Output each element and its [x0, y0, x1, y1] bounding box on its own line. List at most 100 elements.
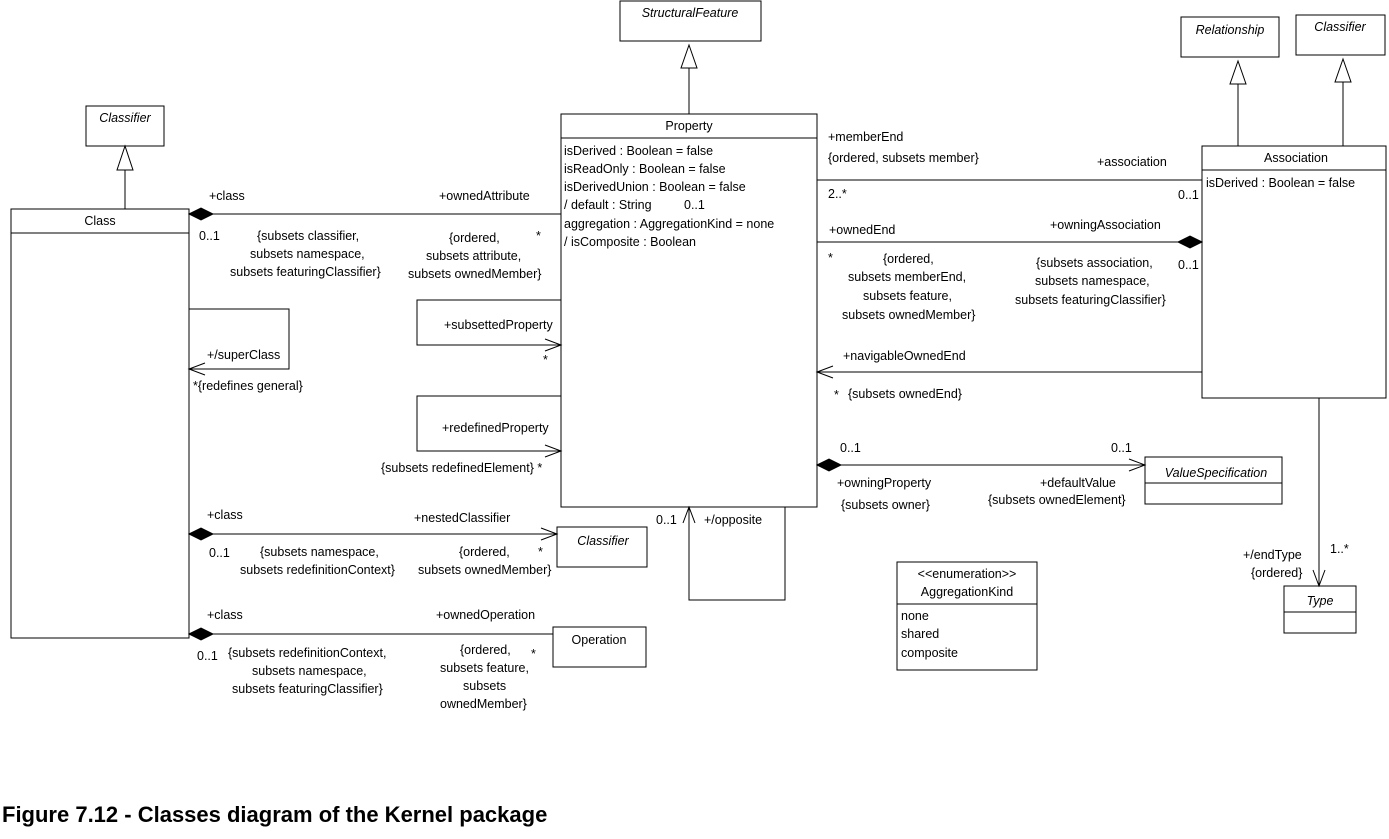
label-association-role: +association [1097, 155, 1167, 169]
label-ordered-type: {ordered} [1251, 566, 1302, 580]
property-default-multiplicity: 0..1 [684, 198, 705, 212]
label-subsets-classifier-3: subsets featuringClassifier} [230, 265, 381, 279]
label-owned-attribute: +ownedAttribute [439, 189, 530, 203]
property-attr-2: isDerivedUnion : Boolean = false [564, 180, 746, 194]
operation-class[interactable]: Operation [552, 626, 647, 668]
label-star-b: * [543, 353, 548, 367]
label-ordered-nested-2: subsets ownedMember} [418, 563, 551, 577]
label-mult-0-1-b: 0..1 [209, 546, 230, 560]
structural-feature-name: StructuralFeature [642, 6, 739, 20]
label-star-c: * [538, 545, 543, 559]
label-class-role-2: +class [207, 508, 243, 522]
label-ordered-end-1: {ordered, [883, 252, 934, 266]
label-subsets-ns-2: subsets redefinitionContext} [240, 563, 395, 577]
label-mult-0-1-c: 0..1 [197, 649, 218, 663]
association-navigable-owned-end [815, 365, 1202, 379]
label-ordered-op-4: ownedMember} [440, 697, 527, 711]
class-class[interactable]: Class [10, 208, 190, 639]
label-subsets-owned-end: {subsets ownedEnd} [848, 387, 962, 401]
association-class[interactable]: Association isDerived : Boolean = false [1201, 145, 1387, 399]
label-mult-2: 2..* [828, 187, 847, 201]
label-star-e: * [828, 251, 833, 265]
aggregation-literal-0: none [901, 609, 929, 623]
label-ordered-attr-3: subsets ownedMember} [408, 267, 541, 281]
label-redefines-general: *{redefines general} [193, 379, 303, 393]
association-redefined-property [416, 395, 563, 458]
classifier-top-right-class[interactable]: Classifier [1295, 14, 1386, 56]
label-redefined-property: +redefinedProperty [442, 421, 549, 435]
label-subsets-ns-1: {subsets namespace, [260, 545, 379, 559]
label-class-role-1: +class [209, 189, 245, 203]
property-attr-3: / default : String [564, 198, 652, 212]
label-ordered-member: {ordered, subsets member} [828, 151, 979, 165]
association-nested-classifier [187, 527, 559, 541]
generalization-association-relationship [1229, 59, 1247, 146]
label-star-a: * [536, 229, 541, 243]
label-opposite: +/opposite [704, 513, 762, 527]
label-opposite-mult: 0..1 [656, 513, 677, 527]
property-attr-1: isReadOnly : Boolean = false [564, 162, 726, 176]
label-subsets-assoc-2: subsets namespace, [1035, 274, 1150, 288]
label-ordered-op-2: subsets feature, [440, 661, 529, 675]
label-owned-operation: +ownedOperation [436, 608, 535, 622]
aggregation-kind-name: AggregationKind [921, 585, 1013, 599]
generalization-class-classifier [116, 144, 134, 209]
association-end-type [1312, 398, 1326, 588]
label-subsets-rc-2: subsets namespace, [252, 664, 367, 678]
value-specification-name: ValueSpecification [1165, 466, 1267, 480]
classifier-nested-name: Classifier [577, 534, 629, 548]
label-subsets-owned-element: {subsets ownedElement} [988, 493, 1126, 507]
property-name: Property [665, 119, 713, 133]
relationship-name: Relationship [1196, 23, 1265, 37]
label-ordered-end-4: subsets ownedMember} [842, 308, 975, 322]
label-default-value: +defaultValue [1040, 476, 1116, 490]
type-name: Type [1307, 594, 1334, 608]
association-owned-end [817, 235, 1204, 249]
association-owned-attribute [187, 207, 561, 221]
label-star-d: * [531, 647, 536, 661]
label-subsets-classifier-1: {subsets classifier, [257, 229, 359, 243]
relationship-class[interactable]: Relationship [1180, 16, 1280, 58]
class-name: Class [84, 214, 115, 228]
figure-caption: Figure 7.12 - Classes diagram of the Ker… [2, 802, 547, 827]
classifier-left-class[interactable]: Classifier [85, 105, 165, 147]
label-ordered-attr-2: subsets attribute, [426, 249, 521, 263]
label-mult-0-1-g: 0..1 [1111, 441, 1132, 455]
label-subsets-rc-1: {subsets redefinitionContext, [228, 646, 386, 660]
association-super-class [187, 308, 290, 376]
classifier-top-right-name: Classifier [1314, 20, 1366, 34]
label-mult-0-1-e: 0..1 [1178, 258, 1199, 272]
structural-feature-class[interactable]: StructuralFeature [619, 0, 762, 42]
label-owned-end: +ownedEnd [829, 223, 895, 237]
aggregation-kind-enumeration[interactable]: <<enumeration>> AggregationKind none sha… [896, 561, 1038, 671]
label-member-end: +memberEnd [828, 130, 903, 144]
aggregation-literal-2: composite [901, 646, 958, 660]
aggregation-kind-stereotype: <<enumeration>> [918, 567, 1017, 581]
label-ordered-op-1: {ordered, [460, 643, 511, 657]
property-attr-5: / isComposite : Boolean [564, 235, 696, 249]
label-mult-0-1-a: 0..1 [199, 229, 220, 243]
label-mult-0-1-f: 0..1 [840, 441, 861, 455]
label-subsets-assoc-3: subsets featuringClassifier} [1015, 293, 1166, 307]
classifier-left-name: Classifier [99, 111, 151, 125]
label-ordered-end-2: subsets memberEnd, [848, 270, 966, 284]
association-default-value [815, 458, 1147, 472]
label-owning-property: +owningProperty [837, 476, 932, 490]
operation-name: Operation [572, 633, 627, 647]
label-nested-classifier: +nestedClassifier [414, 511, 510, 525]
label-subsetted-property: +subsettedProperty [444, 318, 553, 332]
generalization-association-classifier [1334, 57, 1352, 146]
value-specification-class[interactable]: ValueSpecification [1144, 456, 1283, 505]
classifier-nested-class[interactable]: Classifier [556, 526, 648, 568]
label-mult-0-1-d: 0..1 [1178, 188, 1199, 202]
generalization-property-structural-feature [680, 43, 698, 114]
label-super-class: +/superClass [207, 348, 280, 362]
property-attr-0: isDerived : Boolean = false [564, 144, 713, 158]
label-mult-1: 1..* [1330, 542, 1349, 556]
label-subsets-classifier-2: subsets namespace, [250, 247, 365, 261]
label-subsets-assoc-1: {subsets association, [1036, 256, 1153, 270]
type-class[interactable]: Type [1283, 585, 1357, 634]
property-class[interactable]: Property isDerived : Boolean = false isR… [560, 113, 818, 508]
label-end-type: +/endType [1243, 548, 1302, 562]
